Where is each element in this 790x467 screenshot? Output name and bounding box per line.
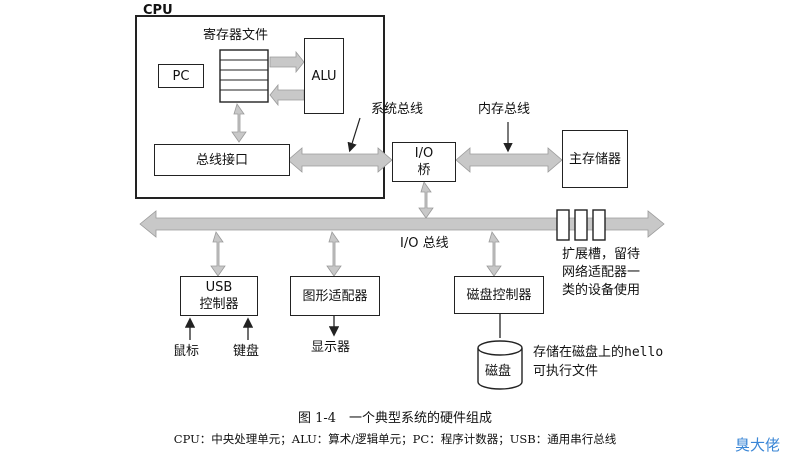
pc-box: PC [158, 64, 204, 88]
memory-bus [455, 147, 563, 173]
bus-interface-box: 总线接口 [154, 144, 290, 176]
usb-controller-line1: USB [205, 280, 233, 295]
main-memory-box: 主存储器 [562, 130, 628, 188]
system-bus-label: 系统总线 [371, 102, 424, 117]
disk-controller-label: 磁盘控制器 [466, 287, 532, 303]
io-bridge-box: I/O 桥 [392, 142, 456, 182]
regfile-alu-arrows [269, 50, 305, 107]
expansion-slots-note: 扩展槽，留待 网络适配器一 类的设备使用 [562, 246, 640, 300]
usb-controller-line2: 控制器 [199, 297, 239, 312]
keyboard-label: 键盘 [233, 344, 260, 359]
usb-controller-box: USB 控制器 [180, 276, 258, 316]
disk-label: 磁盘 [485, 364, 512, 379]
display-label: 显示器 [311, 340, 351, 355]
disk-controller-box: 磁盘控制器 [454, 276, 544, 314]
hello-note-line2: 可执行文件 [533, 364, 599, 379]
pc-label: PC [172, 68, 190, 84]
mouse-label: 鼠标 [173, 344, 200, 359]
graphics-adapter-label: 图形适配器 [302, 288, 368, 304]
system-bus [287, 147, 393, 173]
expansion-slots [556, 209, 606, 241]
expansion-note-line2: 网络适配器一 [562, 265, 641, 280]
register-file-grid [219, 49, 269, 103]
disk-cylinder [477, 340, 523, 390]
hello-note-prefix: 存储在磁盘上的 [533, 345, 625, 360]
io-bridge-label-line1: I/O [414, 146, 434, 161]
alu-box: ALU [304, 38, 344, 114]
io-bus [139, 210, 665, 238]
figure-legend: CPU：中央处理单元；ALU：算术/逻辑单元；PC：程序计数器；USB：通用串行… [173, 432, 617, 446]
figure-caption: 图 1-4 一个典型系统的硬件组成 [297, 411, 493, 426]
cpu-outline [135, 15, 385, 199]
alu-label: ALU [311, 68, 337, 84]
memory-bus-label: 内存总线 [478, 102, 531, 117]
hello-note-filename: hello [624, 345, 664, 360]
hello-note-line1: 存储在磁盘上的hello [533, 345, 663, 361]
bridge-io-bus-arrow [418, 181, 434, 219]
cpu-title: CPU [143, 3, 173, 18]
register-file-label: 寄存器文件 [203, 28, 269, 43]
system-bus-pointer [347, 117, 361, 153]
io-bus-drops [210, 231, 502, 277]
io-bridge-label-line2: 桥 [417, 163, 431, 178]
bus-interface-label: 总线接口 [195, 152, 248, 168]
main-memory-label: 主存储器 [568, 151, 621, 167]
expansion-note-line1: 扩展槽，留待 [562, 247, 641, 262]
graphics-adapter-box: 图形适配器 [290, 276, 380, 316]
watermark: 臭大佬 [734, 436, 780, 454]
io-bus-label: I/O 总线 [400, 236, 449, 251]
expansion-note-line3: 类的设备使用 [562, 283, 641, 298]
regfile-bus-interface-arrow [231, 103, 247, 143]
